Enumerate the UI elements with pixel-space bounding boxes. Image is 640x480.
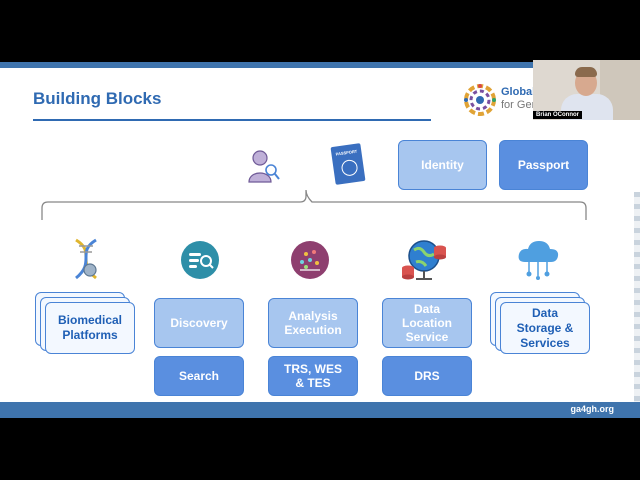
data-storage-services-label: Data Storage & Services	[516, 305, 574, 350]
globe-database-icon	[402, 240, 446, 280]
ga4gh-logo-icon	[464, 84, 496, 116]
data-storage-services-block: Data Storage & Services	[500, 302, 590, 354]
drs-label: DRS	[414, 369, 440, 383]
discovery-label: Discovery	[170, 316, 228, 330]
presenter-video-tile: Brian OConnor	[533, 60, 640, 120]
title-underline	[33, 119, 431, 121]
identity-label: Identity	[421, 158, 464, 172]
adjacent-slide-strip	[634, 192, 640, 418]
presenter-hair	[575, 67, 597, 77]
cloud-network-icon	[518, 241, 559, 280]
presentation-slide: Building Blocks Global for Gen PASSPORT …	[0, 62, 640, 418]
trs-wes-tes-block: TRS, WES & TES	[268, 356, 358, 396]
analysis-chart-icon	[291, 241, 329, 279]
presenter-name-label: Brian OConnor	[533, 111, 582, 119]
search-block: Search	[154, 356, 244, 396]
trs-wes-tes-label: TRS, WES & TES	[283, 362, 342, 390]
data-location-service-label: Data Location Service	[402, 302, 452, 344]
discovery-search-icon	[181, 241, 219, 279]
footer-url: ga4gh.org	[570, 404, 614, 414]
analysis-execution-label: Analysis Execution	[284, 309, 342, 337]
biomedical-platforms-label: Biomedical Platforms	[57, 313, 123, 342]
slide-footer-bar: ga4gh.org	[0, 402, 640, 418]
discovery-block: Discovery	[154, 298, 244, 348]
logo-wordmark: Global for Gen	[501, 86, 538, 112]
slide-top-strip	[0, 62, 640, 68]
analysis-execution-block: Analysis Execution	[268, 298, 358, 348]
user-search-icon	[248, 150, 280, 183]
biomedical-platforms-block: Biomedical Platforms	[45, 302, 135, 354]
dna-icon	[75, 238, 97, 280]
identity-block: Identity	[398, 140, 487, 190]
grouping-brace	[41, 189, 587, 220]
search-label: Search	[178, 369, 220, 383]
data-location-service-block: Data Location Service	[382, 298, 472, 348]
passport-icon: PASSPORT	[330, 143, 366, 185]
passport-label: Passport	[517, 158, 570, 172]
drs-block: DRS	[382, 356, 472, 396]
logo-text-line1: Global	[501, 86, 536, 98]
slide-title: Building Blocks	[33, 89, 162, 108]
passport-icon-text: PASSPORT	[335, 148, 358, 157]
passport-block: Passport	[499, 140, 588, 190]
passport-globe-icon	[340, 158, 359, 177]
logo-text-line2: for Gen	[501, 99, 538, 111]
